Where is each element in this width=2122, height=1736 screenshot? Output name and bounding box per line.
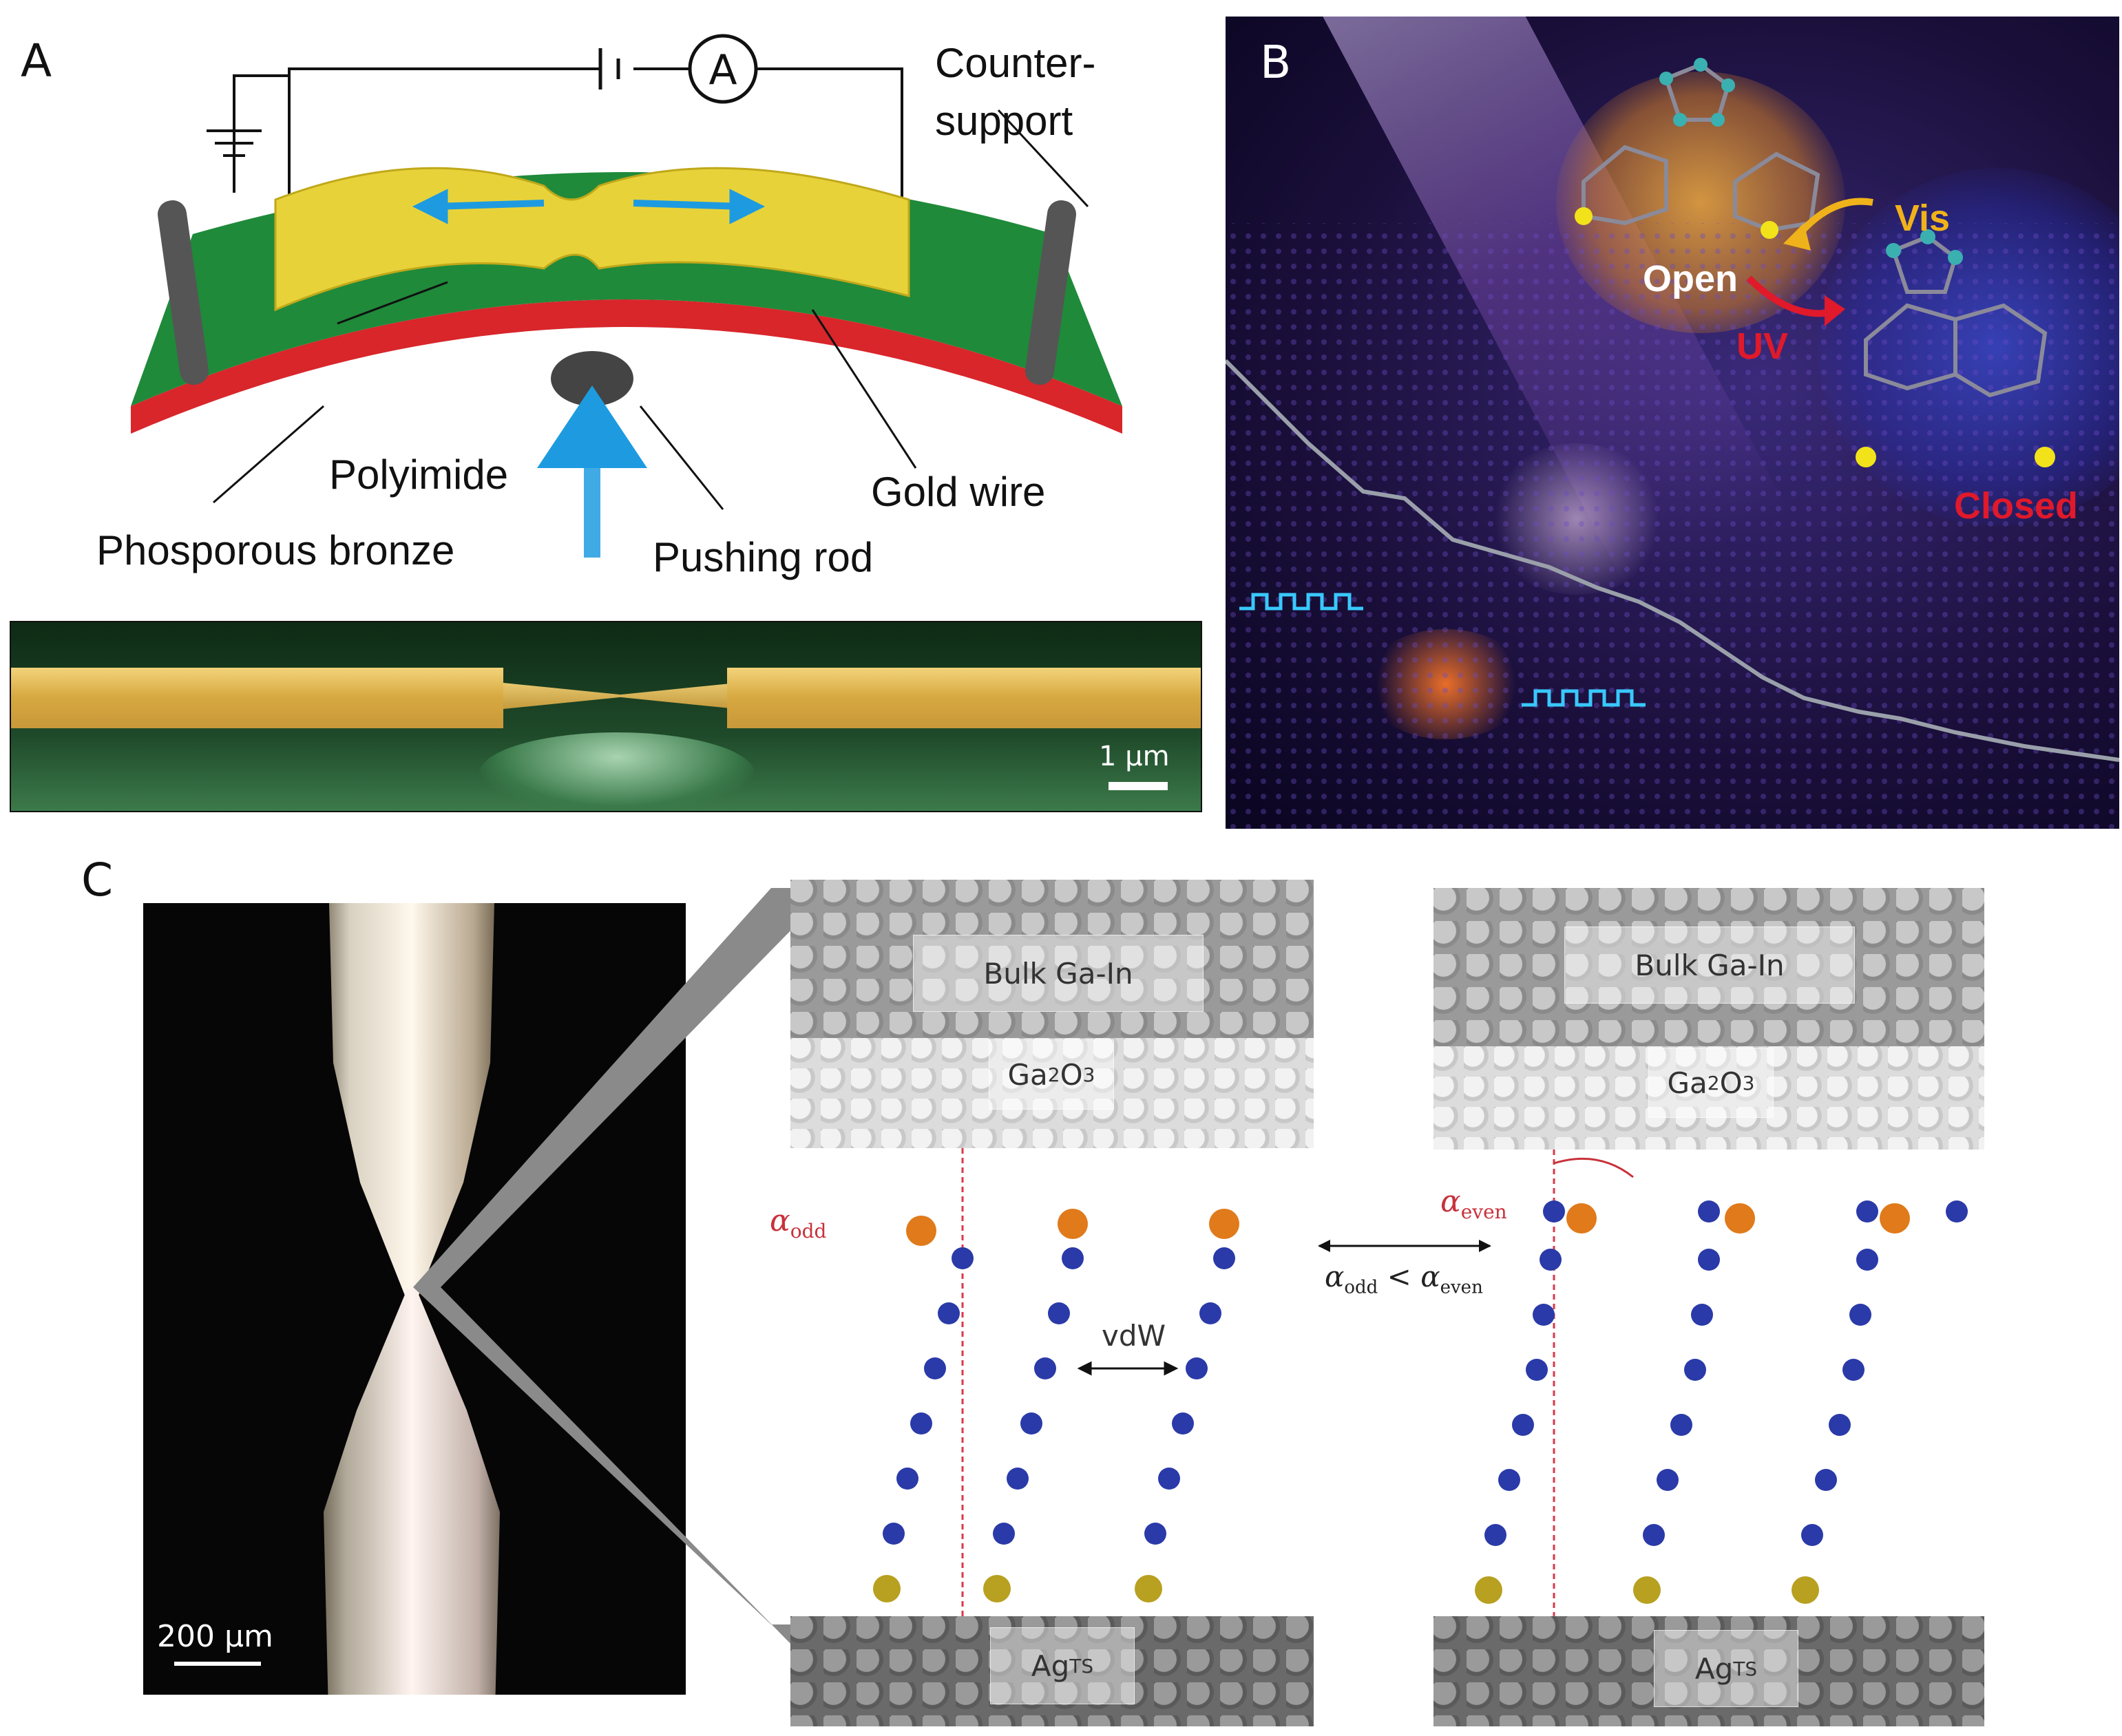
sem-scale-bar-label: 1 μm [1099,741,1170,772]
label-phosporous-bronze: Phosporous bronze [96,527,455,573]
panel-a-device-diagram: A [131,34,1122,558]
signal-wave-left [1239,593,1363,611]
bulk-gain-label: Bulk Ga-In [913,935,1204,1012]
oxide-layer [790,1038,1314,1148]
sem-trench [479,732,755,811]
panel-b-molecules [1226,58,2119,829]
pushing-rod-arrowhead [537,385,647,468]
oxide-layer-right [1433,1046,1984,1150]
panel-b-render: B Open Vis UV Closed [1226,17,2119,829]
sam-chains-even [1475,1150,1968,1645]
signal-wave-right [1522,689,1646,707]
uv-arrowhead [1825,295,1845,326]
label-gold-wire: Gold wire [871,469,1046,515]
label-polyimide: Polyimide [329,452,509,498]
alkyl-chains-right [1475,1200,1968,1604]
ammeter-circle [688,34,758,104]
leader-lines [213,109,1089,510]
ammeter-symbol: A [708,46,737,94]
sem-gold-wire-left [11,668,503,728]
comparison-arrow [1318,1240,1491,1252]
open-molecule [1582,62,1820,233]
panel-label-b: B [1260,36,1292,89]
vis-arrowhead [1783,223,1811,251]
molecular-wire [1226,359,2119,762]
alkyl-chains [873,1247,1235,1602]
counter-support-right [1025,200,1076,385]
ag-substrate-layer-right [1433,1616,1984,1726]
label-vis: Vis [1895,198,1951,239]
open-molecule-atoms [1575,58,1778,239]
bulk-gain-label-right: Bulk Ga-In [1564,927,1855,1004]
ag-substrate-layer [790,1616,1314,1726]
sem-gold-wire-right [727,668,1201,728]
alpha-even-label: αeven [1440,1184,1507,1223]
label-counter-support: Counter- support [935,40,1096,144]
panel-label-a: A [21,34,52,87]
label-closed: Closed [1954,485,2079,527]
counter-support-left [158,200,209,385]
pushing-rod-tip [551,351,633,406]
uv-arrow [1746,275,1832,317]
vdw-arrow [1077,1361,1179,1376]
strain-arrows [412,189,766,224]
alpha-comparison-label: αodd < αeven [1325,1260,1483,1298]
vdw-label: vdW [1102,1319,1166,1353]
sam-chains-odd [873,1148,1239,1644]
label-open: Open [1643,258,1738,299]
closed-molecule-atoms [1856,229,2055,467]
terminal-oxygens [906,1209,1239,1246]
photo-scale-bar-label: 200 μm [157,1619,273,1654]
panel-label-c: C [81,854,114,907]
ground-symbol [207,76,262,157]
graphene-surface [1226,223,2119,829]
sem-image: 1 μm [10,621,1202,812]
photo-scale-bar-line [174,1662,261,1666]
sem-gold-constriction [503,683,737,709]
zoom-wedge [413,888,799,1652]
terminal-oxygens-right [1566,1203,1910,1234]
alpha-odd-label: αodd [770,1203,827,1242]
egain-tip-photo: 200 μm [143,903,686,1695]
sem-scale-bar-line [1109,782,1168,790]
phosporous-bronze-layer [131,299,1122,434]
bulk-gain-layer-right [1433,888,1984,1046]
battery-symbol [598,48,620,89]
label-uv: UV [1736,326,1789,367]
label-pushing-rod: Pushing rod [653,534,874,580]
